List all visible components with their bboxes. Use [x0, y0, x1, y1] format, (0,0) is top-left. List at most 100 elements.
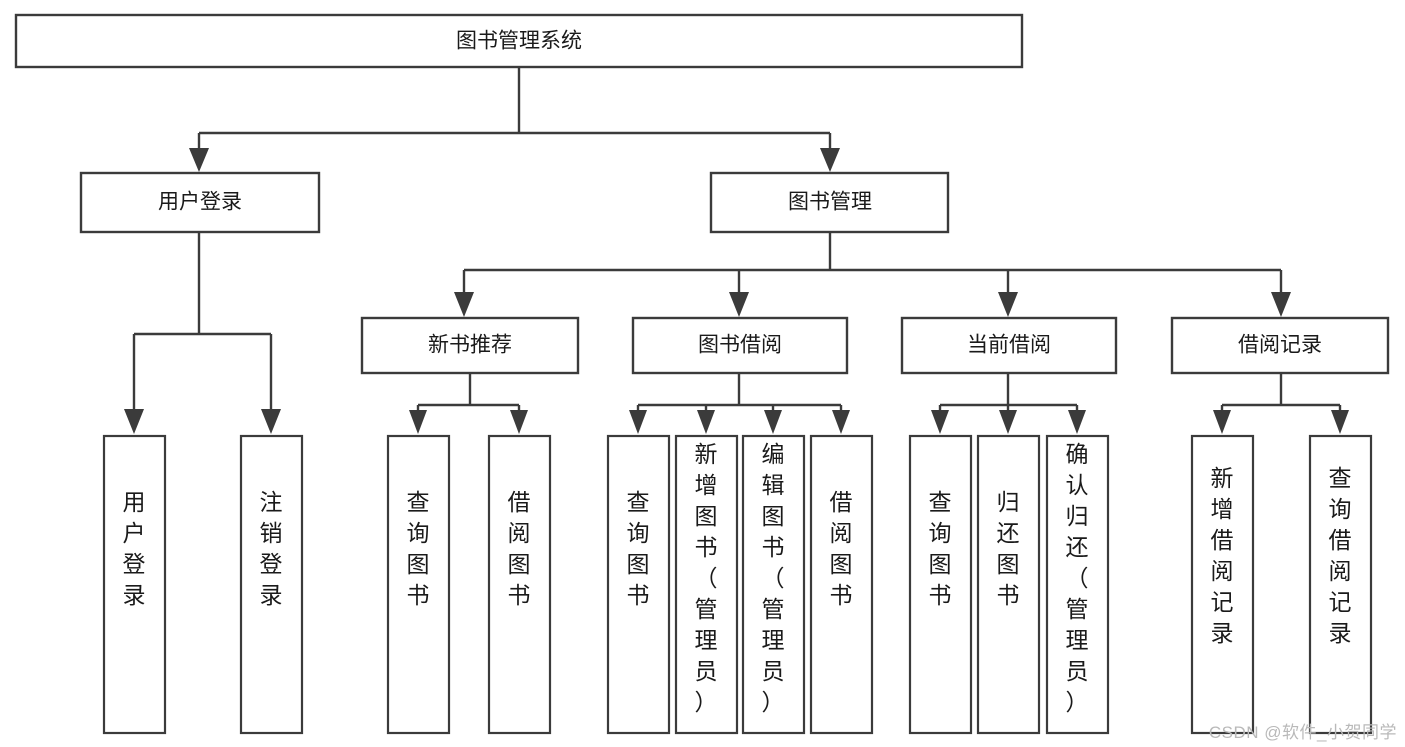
leaf-add-borrow-record-box[interactable] — [1190, 434, 1255, 735]
leaf-char: 录 — [1211, 620, 1234, 646]
leaf-char: 录 — [260, 582, 283, 608]
leaf-user-login[interactable]: 用户登录 — [102, 434, 167, 735]
node-new-book-recommend[interactable]: 新书推荐 — [360, 316, 580, 375]
leaf-char: 还 — [997, 520, 1020, 546]
leaf-add-book-admin[interactable]: 新增图书（管理员） — [674, 434, 739, 735]
leaf-char: 询 — [407, 520, 430, 546]
leaf-char: 注 — [260, 489, 283, 515]
leaf-user-login-box[interactable] — [102, 434, 167, 735]
leaf-char: 书 — [407, 582, 430, 608]
node-user-login[interactable]: 用户登录 — [79, 171, 321, 234]
node-current-borrow-box[interactable] — [900, 316, 1118, 375]
connectors-group-record — [1213, 373, 1349, 434]
node-book-borrow-box[interactable] — [631, 316, 849, 375]
leaf-borrow-book-newbook-label: 借阅图书 — [508, 489, 531, 608]
leaf-logout[interactable]: 注销登录 — [239, 434, 304, 735]
leaf-char: 归 — [1066, 503, 1089, 529]
leaf-char: 借 — [830, 489, 853, 515]
arrowhead-newbook-leaf-1 — [409, 410, 427, 434]
node-user-login-label: 用户登录 — [158, 191, 242, 214]
node-current-borrow[interactable]: 当前借阅 — [900, 316, 1118, 375]
leaf-confirm-return-admin[interactable]: 确认归还（管理员） — [1045, 434, 1110, 735]
leaf-char: 阅 — [508, 520, 531, 546]
leaf-return-book-box[interactable] — [976, 434, 1041, 735]
leaf-char: 图 — [508, 551, 531, 577]
leaf-edit-book-admin[interactable]: 编辑图书（管理员） — [741, 434, 806, 735]
arrowhead-bm-child-4 — [1271, 292, 1291, 317]
connectors-login-branch — [124, 232, 281, 434]
arrowhead-record-leaf-2 — [1331, 410, 1349, 434]
leaf-query-book-newbook[interactable]: 查询图书 — [386, 434, 451, 735]
leaf-char: 书 — [929, 582, 952, 608]
arrowhead-borrow-leaf-3 — [764, 410, 782, 434]
arrowhead-login-leaf-1 — [124, 409, 144, 434]
leaf-char: （ — [695, 565, 718, 591]
leaf-char: 新 — [695, 441, 718, 467]
node-user-login-box[interactable] — [79, 171, 321, 234]
leaf-char: 借 — [1211, 527, 1234, 553]
leaf-char: 归 — [997, 489, 1020, 515]
leaf-char: 图 — [627, 551, 650, 577]
leaf-char: 书 — [627, 582, 650, 608]
leaf-query-book-newbook-box[interactable] — [386, 434, 451, 735]
leaf-add-borrow-record-label: 新增借阅记录 — [1211, 465, 1234, 646]
node-book-borrow[interactable]: 图书借阅 — [631, 316, 849, 375]
leaf-borrow-book-borrow[interactable]: 借阅图书 — [809, 434, 874, 735]
leaf-char: （ — [1066, 565, 1089, 591]
leaf-confirm-return-admin-box[interactable] — [1045, 434, 1110, 735]
leaf-char: 销 — [260, 520, 283, 546]
leaf-char: 阅 — [830, 520, 853, 546]
arrowhead-root-to-bookmgmt — [820, 148, 840, 172]
leaf-char: 查 — [407, 489, 430, 515]
leaf-query-book-borrow-label: 查询图书 — [627, 489, 650, 608]
leaf-char: 确 — [1066, 441, 1089, 467]
leaf-char: 借 — [508, 489, 531, 515]
leaf-return-book[interactable]: 归还图书 — [976, 434, 1041, 735]
leaf-query-book-current[interactable]: 查询图书 — [908, 434, 973, 735]
leaf-char: 图 — [929, 551, 952, 577]
leaf-borrow-book-borrow-label: 借阅图书 — [830, 489, 853, 608]
node-book-management-box[interactable] — [709, 171, 950, 234]
leaf-char: 管 — [762, 596, 785, 622]
leaf-char: 查 — [929, 489, 952, 515]
leaf-borrow-book-newbook[interactable]: 借阅图书 — [487, 434, 552, 735]
leaf-char: （ — [762, 565, 785, 591]
leaf-char: 图 — [695, 503, 718, 529]
leaf-char: 理 — [1066, 627, 1089, 653]
leaf-query-book-current-box[interactable] — [908, 434, 973, 735]
leaf-char: 图 — [997, 551, 1020, 577]
node-borrow-record[interactable]: 借阅记录 — [1170, 316, 1390, 375]
node-borrow-record-box[interactable] — [1170, 316, 1390, 375]
node-root[interactable]: 图书管理系统 — [14, 13, 1024, 69]
arrowhead-current-leaf-2 — [999, 410, 1017, 434]
leaf-edit-book-admin-box[interactable] — [741, 434, 806, 735]
node-root-box[interactable] — [14, 13, 1024, 69]
leaf-query-borrow-record-box[interactable] — [1308, 434, 1373, 735]
leaf-query-book-borrow[interactable]: 查询图书 — [606, 434, 671, 735]
leaf-logout-label: 注销登录 — [260, 489, 283, 608]
node-new-book-recommend-label: 新书推荐 — [428, 334, 512, 357]
leaf-char: 书 — [830, 582, 853, 608]
leaf-add-borrow-record[interactable]: 新增借阅记录 — [1190, 434, 1255, 735]
node-new-book-recommend-box[interactable] — [360, 316, 580, 375]
leaf-char: 书 — [997, 582, 1020, 608]
leaf-char: 登 — [123, 551, 146, 577]
leaf-char: 查 — [1329, 465, 1352, 491]
leaf-borrow-book-borrow-box[interactable] — [809, 434, 874, 735]
leaf-char: 图 — [830, 551, 853, 577]
node-book-management[interactable]: 图书管理 — [709, 171, 950, 234]
leaf-add-book-admin-box[interactable] — [674, 434, 739, 735]
arrowhead-bm-child-2 — [729, 292, 749, 317]
leaf-char: 管 — [695, 596, 718, 622]
connectors-group-current — [931, 373, 1086, 434]
leaf-char: 户 — [123, 520, 146, 546]
connectors-group-newbook — [409, 373, 528, 434]
leaf-char: 书 — [762, 534, 785, 560]
leaf-logout-box[interactable] — [239, 434, 304, 735]
leaf-borrow-book-newbook-box[interactable] — [487, 434, 552, 735]
leaf-query-book-borrow-box[interactable] — [606, 434, 671, 735]
leaf-edit-book-admin-label: 编辑图书（管理员） — [762, 441, 785, 715]
leaf-query-borrow-record[interactable]: 查询借阅记录 — [1308, 434, 1373, 735]
leaf-char: 增 — [695, 472, 718, 498]
leaf-return-book-label: 归还图书 — [997, 489, 1020, 608]
